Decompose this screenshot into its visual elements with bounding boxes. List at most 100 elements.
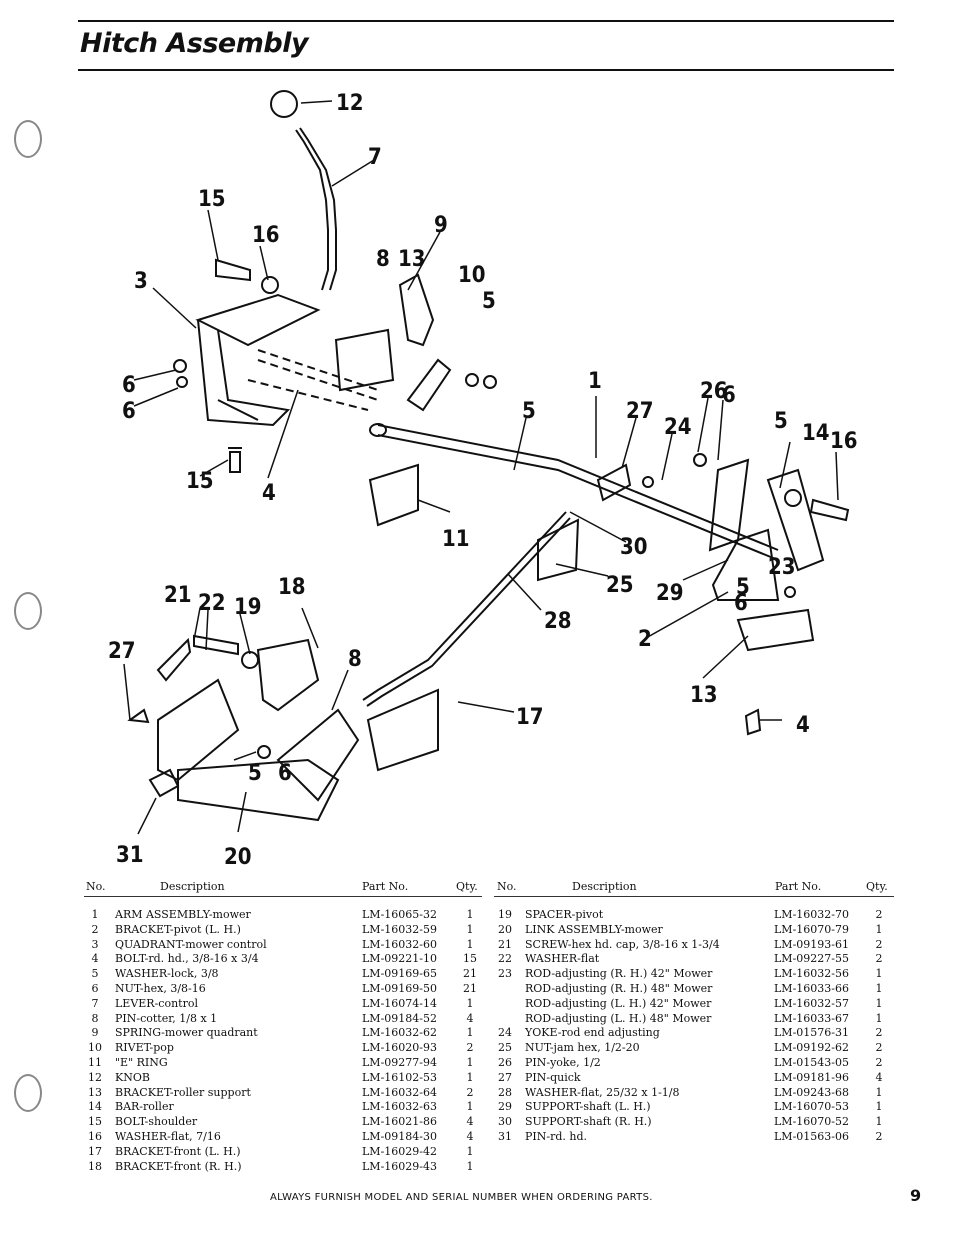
leader-lines bbox=[123, 100, 839, 835]
part-quantity: 1 bbox=[875, 1011, 883, 1025]
part-number: LM-16032-60 bbox=[362, 937, 437, 951]
part-number: LM-16032-57 bbox=[774, 996, 849, 1010]
callout-label: 31 bbox=[116, 843, 144, 868]
part-number: LM-16021-86 bbox=[362, 1115, 437, 1129]
part-quantity: 1 bbox=[875, 1085, 883, 1099]
callout-label: 6 bbox=[278, 761, 292, 786]
part-quantity: 4 bbox=[466, 1129, 474, 1143]
part-number-index: 17 bbox=[88, 1144, 102, 1158]
callout-label: 18 bbox=[278, 575, 306, 600]
callout-label: 23 bbox=[768, 555, 796, 580]
part-number-index: 12 bbox=[88, 1070, 102, 1084]
part-quantity: 2 bbox=[875, 1041, 883, 1055]
part-description: WASHER-lock, 3/8 bbox=[115, 967, 219, 981]
part-number: LM-09277-94 bbox=[362, 1055, 437, 1069]
callout-label: 22 bbox=[198, 591, 226, 616]
part-description: PIN-cotter, 1/8 x 1 bbox=[115, 1011, 218, 1025]
part-number-index: 19 bbox=[498, 908, 512, 921]
part-description: WASHER-flat, 25/32 x 1-1/8 bbox=[525, 1085, 680, 1099]
part-number-index bbox=[490, 982, 520, 997]
title-underline bbox=[78, 69, 894, 71]
callout-label: 8 bbox=[376, 247, 390, 272]
part-number: LM-09193-61 bbox=[774, 937, 849, 951]
part-description: YOKE-rod end adjusting bbox=[525, 1026, 660, 1040]
header-no-left: No. bbox=[86, 880, 106, 893]
part-number: LM-09169-50 bbox=[362, 981, 437, 995]
part-number: LM-09184-30 bbox=[362, 1129, 437, 1143]
callout-label: 11 bbox=[442, 527, 470, 552]
part-quantity: 1 bbox=[466, 937, 474, 951]
part-description: SPRING-mower quadrant bbox=[115, 1026, 258, 1040]
callout-label: 6 bbox=[122, 399, 136, 424]
callout-label: 24 bbox=[664, 415, 692, 440]
part-number-index: 2 bbox=[91, 922, 99, 936]
part-description: SUPPORT-shaft (R. H.) bbox=[525, 1115, 652, 1129]
part-quantity: 1 bbox=[875, 981, 883, 995]
part-number: LM-09184-52 bbox=[362, 1011, 437, 1025]
part-quantity: 4 bbox=[466, 1115, 474, 1129]
parts-row: 16 WASHER-flat, 7/16 LM-09184-30 4 bbox=[80, 1130, 490, 1145]
part-description: NUT-jam hex, 1/2-20 bbox=[525, 1041, 640, 1055]
part-quantity: 2 bbox=[466, 1041, 474, 1055]
part-quantity: 1 bbox=[466, 922, 474, 936]
part-quantity: 2 bbox=[875, 952, 883, 966]
callout-label: 19 bbox=[234, 595, 262, 620]
callout-label: 5 bbox=[736, 575, 750, 600]
part-number: LM-01576-31 bbox=[774, 1026, 849, 1040]
part-number-index: 14 bbox=[88, 1100, 102, 1114]
part-quantity: 1 bbox=[466, 1159, 474, 1173]
callout-label: 9 bbox=[434, 213, 448, 238]
part-number-index: 16 bbox=[88, 1129, 102, 1143]
part-description: SUPPORT-shaft (L. H.) bbox=[525, 1100, 651, 1114]
header-no-right: No. bbox=[497, 880, 517, 893]
part-description: KNOB bbox=[115, 1070, 150, 1084]
callout-label: 28 bbox=[544, 609, 572, 634]
callout-label: 10 bbox=[458, 263, 486, 288]
part-number-index: 1 bbox=[91, 908, 99, 921]
part-quantity: 1 bbox=[875, 922, 883, 936]
callout-label: 21 bbox=[164, 583, 192, 608]
part-number: LM-01543-05 bbox=[774, 1055, 849, 1069]
part-description: WASHER-flat bbox=[525, 952, 600, 966]
part-description: SPACER-pivot bbox=[525, 908, 604, 921]
part-number-index: 30 bbox=[498, 1115, 512, 1129]
part-description: ROD-adjusting (R. H.) 42" Mower bbox=[525, 967, 713, 981]
callout-label: 5 bbox=[774, 409, 788, 434]
part-quantity: 4 bbox=[875, 1070, 883, 1084]
part-number-index: 11 bbox=[88, 1055, 102, 1069]
header-rule-left bbox=[84, 896, 482, 897]
binder-hole-1 bbox=[14, 120, 42, 158]
part-quantity: 1 bbox=[466, 1070, 474, 1084]
callout-label: 29 bbox=[656, 581, 684, 606]
part-number-index: 21 bbox=[498, 937, 512, 951]
binder-hole-2 bbox=[14, 592, 42, 630]
part-number-index: 24 bbox=[498, 1026, 512, 1040]
header-desc-left: Description bbox=[160, 880, 225, 893]
header-rule-right bbox=[494, 896, 894, 897]
callout-label: 20 bbox=[224, 845, 252, 870]
part-number: LM-16029-43 bbox=[362, 1159, 437, 1173]
header-qty-right: Qty. bbox=[866, 880, 888, 893]
callout-label: 2 bbox=[638, 627, 652, 652]
part-quantity: 2 bbox=[875, 1129, 883, 1143]
part-number: LM-09181-96 bbox=[774, 1070, 849, 1084]
part-number: LM-16033-66 bbox=[774, 981, 849, 995]
part-description: RIVET-pop bbox=[115, 1041, 174, 1055]
part-description: WASHER-flat, 7/16 bbox=[115, 1129, 221, 1143]
part-number: LM-16070-79 bbox=[774, 922, 849, 936]
part-number-index: 3 bbox=[91, 937, 99, 951]
callout-label: 1 bbox=[588, 369, 602, 394]
part-number: LM-16065-32 bbox=[362, 908, 437, 921]
callout-label: 13 bbox=[690, 683, 718, 708]
